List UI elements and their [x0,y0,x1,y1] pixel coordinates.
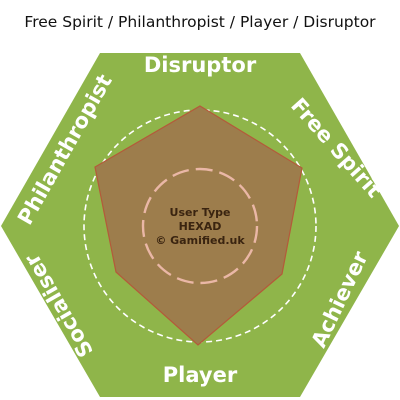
label-player: Player [163,363,238,387]
figure-title: Free Spirit / Philanthropist / Player / … [24,13,376,31]
center-line-hexad: HEXAD [179,220,222,233]
center-line-user-type: User Type [170,206,231,219]
user-profile-polygon [94,105,303,346]
label-disruptor: Disruptor [144,53,257,77]
inner-dashed-ring [141,167,259,285]
center-line-copyright: © Gamified.uk [155,234,245,247]
